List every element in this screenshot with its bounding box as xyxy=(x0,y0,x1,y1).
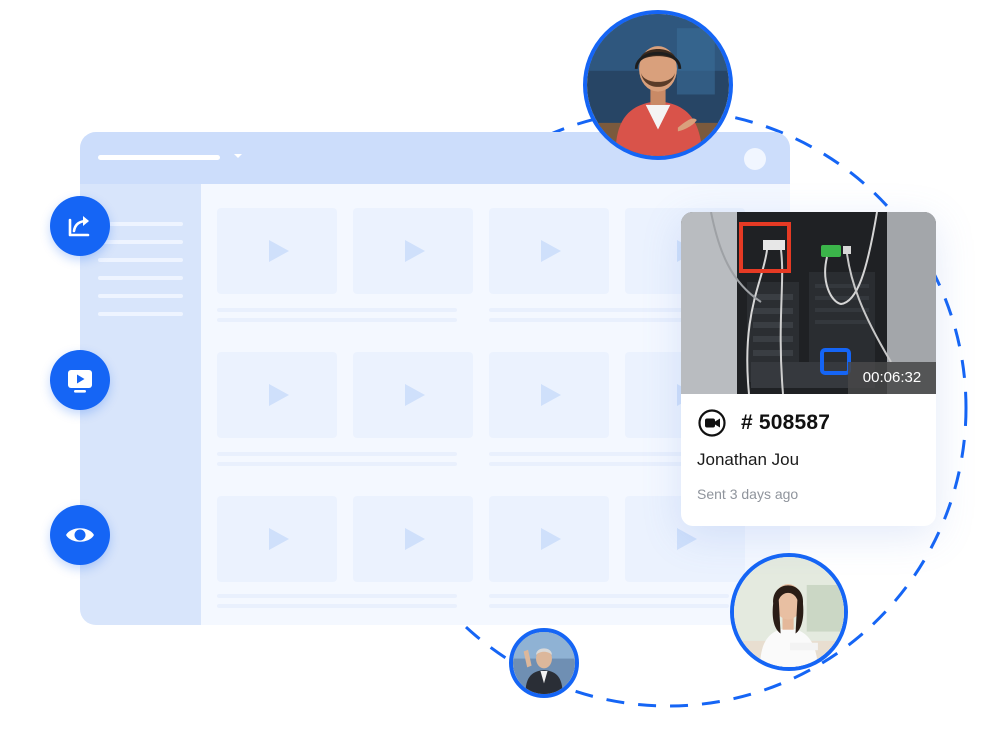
play-icon xyxy=(405,528,425,550)
title-placeholder xyxy=(98,155,220,160)
video-player-icon xyxy=(68,370,92,393)
video-button[interactable] xyxy=(50,350,110,410)
video-id-row: # 508587 xyxy=(697,408,830,438)
window-control xyxy=(744,148,766,170)
video-thumbnail-placeholder xyxy=(353,352,473,438)
participant-avatar-man[interactable] xyxy=(509,628,579,698)
video-thumbnail-placeholder xyxy=(353,496,473,582)
sidebar-placeholder-line xyxy=(98,222,183,226)
play-icon xyxy=(405,384,425,406)
video-thumbnail-placeholder xyxy=(217,208,337,294)
play-icon xyxy=(541,240,561,262)
sidebar-placeholder-line xyxy=(98,258,183,262)
video-thumbnail-placeholder xyxy=(217,496,337,582)
avatar-photo xyxy=(734,557,844,667)
sidebar-placeholder-line xyxy=(98,240,183,244)
placeholder-line xyxy=(489,594,729,598)
participant-avatar-woman[interactable] xyxy=(730,553,848,671)
video-duration: 00:06:32 xyxy=(848,362,936,394)
placeholder-line xyxy=(217,604,457,608)
video-thumbnail-placeholder xyxy=(489,352,609,438)
eye-icon xyxy=(66,528,94,542)
play-icon xyxy=(269,528,289,550)
play-icon xyxy=(541,384,561,406)
play-icon xyxy=(677,528,697,550)
play-icon xyxy=(405,240,425,262)
view-button[interactable] xyxy=(50,505,110,565)
placeholder-line xyxy=(217,452,457,456)
sent-timestamp: Sent 3 days ago xyxy=(697,486,799,502)
play-icon xyxy=(269,240,289,262)
video-thumbnail[interactable]: 00:06:32 xyxy=(681,212,936,394)
placeholder-line xyxy=(217,462,457,466)
sender-name: Jonathan Jou xyxy=(697,450,800,469)
placeholder-line xyxy=(217,308,457,312)
play-icon xyxy=(541,528,561,550)
video-record-icon xyxy=(698,409,726,437)
sidebar-placeholder-line xyxy=(98,294,183,298)
video-thumbnail-placeholder xyxy=(217,352,337,438)
share-button[interactable] xyxy=(50,196,110,256)
placeholder-line xyxy=(217,318,457,322)
chevron-down-icon xyxy=(234,154,242,158)
video-id: # 508587 xyxy=(741,411,831,434)
video-card[interactable]: 00:06:32 # 508587 Jonathan Jou Sent 3 da… xyxy=(681,212,936,526)
video-thumbnail-placeholder xyxy=(489,208,609,294)
share-icon xyxy=(68,216,90,237)
sidebar-placeholder-line xyxy=(98,276,183,280)
play-icon xyxy=(269,384,289,406)
video-thumbnail-placeholder xyxy=(353,208,473,294)
placeholder-line xyxy=(217,594,457,598)
participant-avatar-presenter[interactable] xyxy=(583,10,733,160)
avatar-photo xyxy=(587,14,729,156)
avatar-photo xyxy=(513,632,575,694)
placeholder-line xyxy=(489,604,729,608)
sidebar-placeholder-line xyxy=(98,312,183,316)
video-thumbnail-placeholder xyxy=(489,496,609,582)
